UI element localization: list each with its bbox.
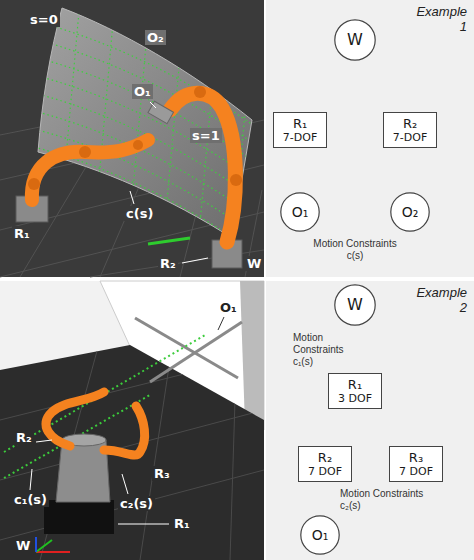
part-label: c₂(s) xyxy=(118,496,155,511)
circle-shape xyxy=(301,516,339,554)
dof-label: 7-DOF xyxy=(393,131,427,144)
circle-shape xyxy=(335,20,375,60)
leader-line xyxy=(150,102,156,108)
part-label: R₂ xyxy=(158,256,178,271)
robot-box: R₃7 DOF xyxy=(389,446,443,483)
leader-lines xyxy=(30,440,169,524)
leader-line xyxy=(130,191,134,204)
example-title: Example 1 xyxy=(411,5,467,35)
example-panel: Example 2WR₁3 DOFR₂7 DOFR₃7 DOFO₁ xyxy=(266,281,474,560)
part-label: O₁ xyxy=(218,300,239,315)
example-panel: Example 1WR₁7-DOFR₂7-DOFO₁O₂ xyxy=(266,0,474,277)
leader-line xyxy=(30,469,32,490)
part-label: s=0 xyxy=(28,12,60,27)
grid-line xyxy=(230,400,235,560)
frame-circle: O₁ xyxy=(280,192,320,232)
frame-circle: O₂ xyxy=(390,192,430,232)
robot-joint xyxy=(194,86,206,98)
leader-line xyxy=(218,317,224,330)
leader-line xyxy=(122,474,128,494)
render-ground xyxy=(0,0,264,277)
panel-dot-grid xyxy=(30,0,260,280)
node-name: W xyxy=(347,295,363,314)
robot-joint xyxy=(133,140,143,150)
frame-circle: W xyxy=(334,284,376,326)
robot-joint xyxy=(79,146,91,158)
part-label: c(s) xyxy=(124,206,155,221)
part-label: R₁ xyxy=(172,516,192,531)
axis-y xyxy=(36,540,52,552)
node-name: R₂ xyxy=(308,450,342,466)
node-name: O₁ xyxy=(312,527,329,544)
robot-box: R₁7-DOF xyxy=(273,112,327,149)
dof-label: 7 DOF xyxy=(399,465,433,478)
floor-grid xyxy=(0,340,264,560)
circle-shape xyxy=(335,285,375,325)
grid-line xyxy=(0,410,264,480)
tool-object xyxy=(148,101,174,123)
robot-box: R₂7-DOF xyxy=(383,112,437,149)
dot-column xyxy=(90,0,115,280)
node-name: R₁ xyxy=(338,377,372,393)
frame-circle: W xyxy=(334,19,376,61)
leader-line xyxy=(36,440,52,442)
circle-shape xyxy=(281,193,319,231)
grid-line xyxy=(0,470,264,540)
node-name: R₂ xyxy=(393,116,427,132)
grid-line xyxy=(140,360,170,560)
robot-box: R₁3 DOF xyxy=(328,373,382,410)
bar-object xyxy=(150,322,242,382)
node-name: W xyxy=(347,30,363,49)
part-label: W xyxy=(245,256,263,271)
dof-label: 3 DOF xyxy=(338,392,372,405)
leader-line xyxy=(182,258,208,263)
render-2 xyxy=(0,281,264,560)
part-label: R₂ xyxy=(14,430,34,445)
part-label: R₃ xyxy=(152,466,172,481)
robot-base xyxy=(44,500,114,534)
robot-arm xyxy=(32,140,148,200)
curved-panel xyxy=(38,8,252,238)
bar-object xyxy=(135,318,238,378)
constraint-label: Motion Constraints c₁(s) xyxy=(293,332,349,368)
axis-marker xyxy=(148,238,190,244)
robot-joint xyxy=(230,174,242,186)
part-label: O₁ xyxy=(132,84,153,99)
example-title: Example 2 xyxy=(411,286,467,316)
axis-x xyxy=(36,551,70,553)
node-name: O₂ xyxy=(402,204,419,221)
frame-circle: O₁ xyxy=(300,515,340,555)
part-label: R₁ xyxy=(12,226,32,241)
constraint-path xyxy=(4,335,205,452)
dot-column xyxy=(55,0,80,280)
node-name: R₃ xyxy=(399,450,433,466)
constraint-label: Motion Constraints c(s) xyxy=(309,238,401,262)
circle-shape xyxy=(391,193,429,231)
part-label: W xyxy=(14,538,32,553)
leader-line xyxy=(118,524,169,525)
axis-z xyxy=(35,537,37,552)
part-label: c₁(s) xyxy=(12,492,49,507)
robot-joint xyxy=(28,178,40,190)
robot-arm xyxy=(104,406,145,455)
leader-lines xyxy=(130,102,208,263)
dof-label: 7-DOF xyxy=(283,131,317,144)
node-name: R₁ xyxy=(283,116,317,132)
constraint-label: Motion Constraints c₂(s) xyxy=(340,488,428,512)
part-label: s=1 xyxy=(190,128,222,143)
part-label: O₂ xyxy=(145,30,166,45)
render-1 xyxy=(0,0,264,280)
floor xyxy=(0,345,264,560)
robot-box: R₂7 DOF xyxy=(298,446,352,483)
robot-arm xyxy=(170,93,235,242)
render-ground xyxy=(0,281,264,560)
robot-arm xyxy=(46,392,104,446)
node-name: O₁ xyxy=(292,204,309,221)
dof-label: 7 DOF xyxy=(308,465,342,478)
